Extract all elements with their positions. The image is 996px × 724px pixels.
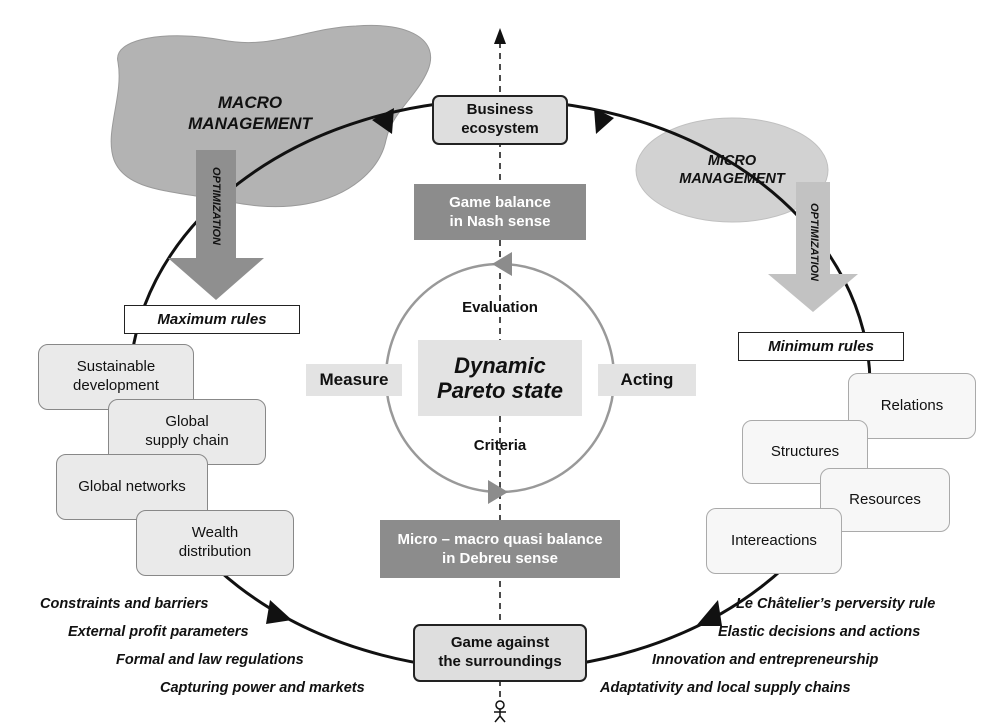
- person-icon-body: [494, 709, 506, 723]
- micro-item-relations: Relations: [848, 373, 976, 439]
- measure-label: Measure: [306, 364, 402, 396]
- right-bullet: Le Châtelier’s perversity rule: [736, 596, 936, 612]
- minimum-rules-label: Minimum rules: [738, 332, 904, 361]
- macro-optimization-arrow: [168, 150, 264, 300]
- macro-management-title: MACRO MANAGEMENT: [188, 92, 312, 133]
- left-bullet: Constraints and barriers: [40, 596, 209, 612]
- business-ecosystem-box: Business ecosystem: [432, 95, 568, 145]
- inner-arrow-top: [492, 252, 512, 276]
- acting-label: Acting: [598, 364, 696, 396]
- left-bullet: Capturing power and markets: [160, 680, 365, 696]
- macro-item-wealth: Wealth distribution: [136, 510, 294, 576]
- micro-optimization-label: OPTIMIZATION: [808, 202, 820, 281]
- quasi-balance-box: Micro – macro quasi balance in Debreu se…: [380, 520, 620, 578]
- micro-ellipse-shape: [635, 117, 829, 223]
- inner-arrow-bottom: [488, 480, 508, 504]
- ring-arrow-bottom-right: [696, 600, 722, 626]
- right-bullet: Adaptativity and local supply chains: [600, 680, 851, 696]
- dynamic-pareto-state: Dynamic Pareto state: [418, 340, 582, 416]
- person-icon: [495, 700, 505, 710]
- micro-item-intereactions: Intereactions: [706, 508, 842, 574]
- left-bullet: Formal and law regulations: [116, 652, 304, 668]
- evaluation-label: Evaluation: [462, 298, 538, 316]
- axis-arrowhead: [494, 28, 506, 44]
- macro-optimization-label: OPTIMIZATION: [210, 166, 222, 245]
- maximum-rules-label: Maximum rules: [124, 305, 300, 334]
- game-balance-box: Game balance in Nash sense: [414, 184, 586, 240]
- right-bullet: Innovation and entrepreneurship: [652, 652, 879, 668]
- left-bullet: External profit parameters: [68, 624, 249, 640]
- micro-management-title: MICRO MANAGEMENT: [679, 152, 785, 187]
- game-surroundings-box: Game against the surroundings: [413, 624, 587, 682]
- right-bullet: Elastic decisions and actions: [718, 624, 921, 640]
- macro-cloud-shape: [110, 24, 432, 208]
- micro-optimization-arrow: [768, 182, 858, 312]
- macro-item-networks: Global networks: [56, 454, 208, 520]
- ring-arrow-top-right: [594, 108, 614, 134]
- criteria-label: Criteria: [473, 436, 527, 454]
- ring-arrow-bottom-left: [266, 600, 292, 624]
- ring-arrow-top-left: [372, 108, 394, 134]
